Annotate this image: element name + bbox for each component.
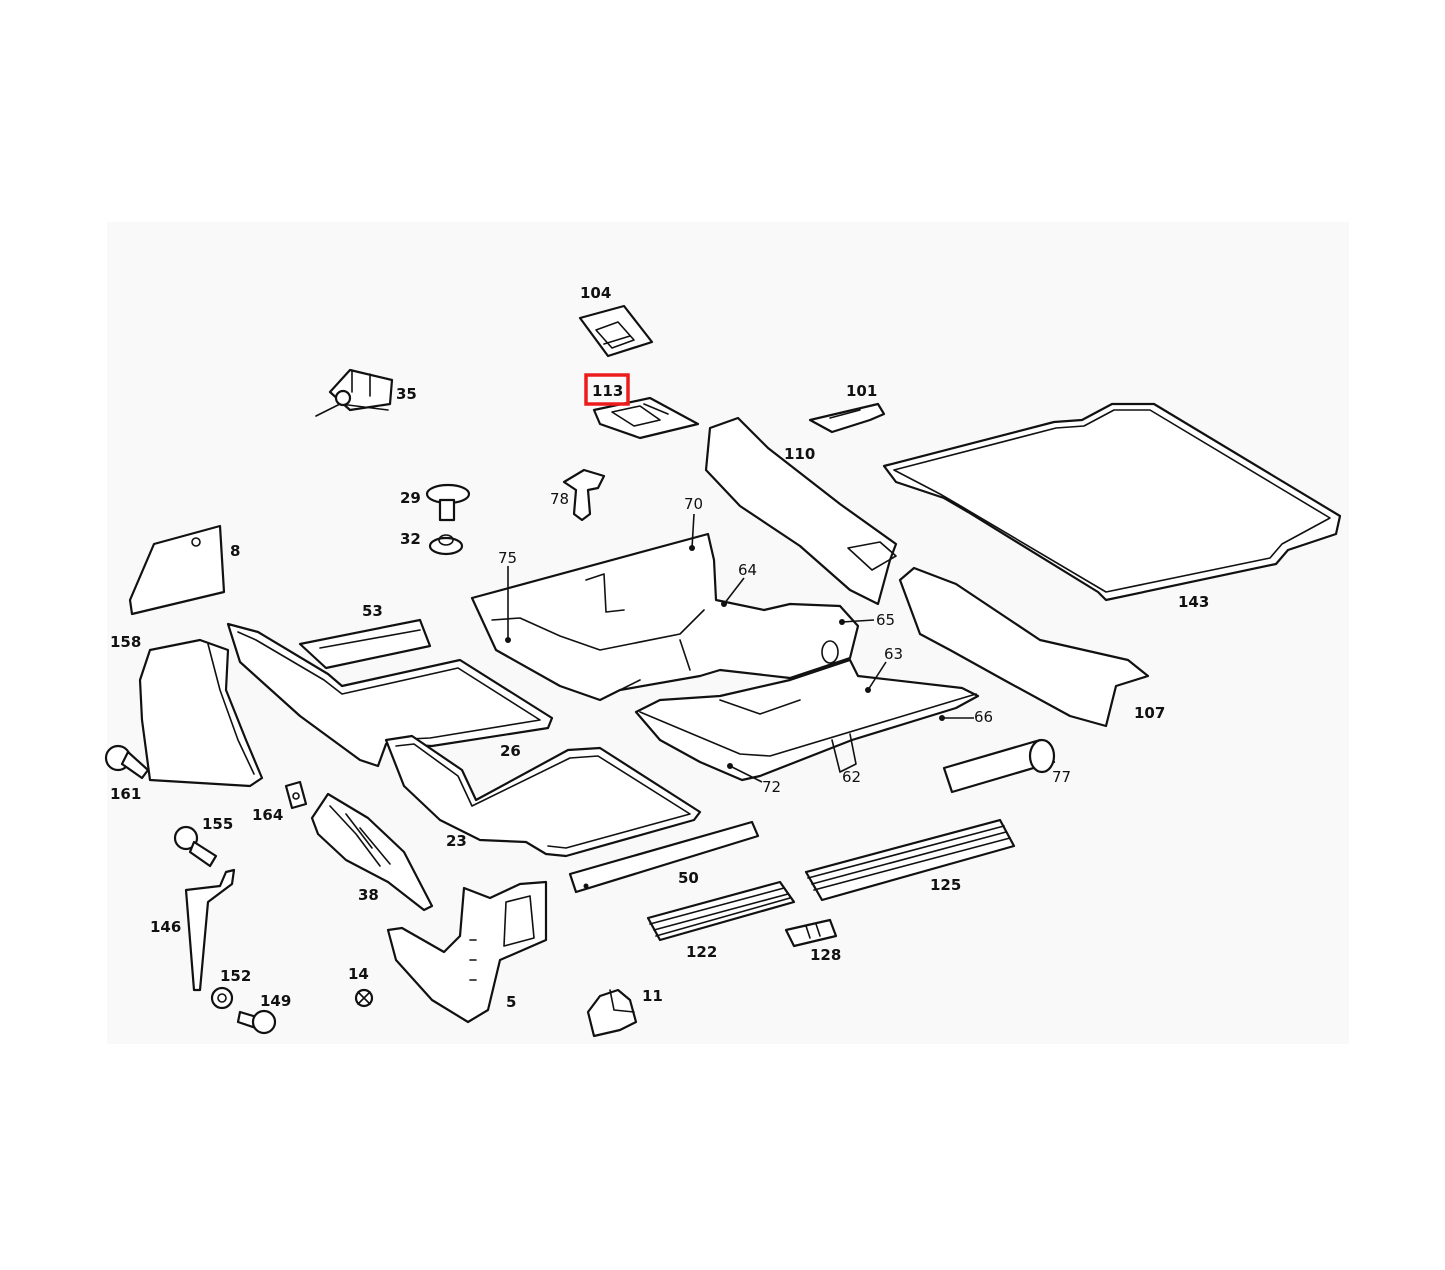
part-14[interactable] <box>354 988 374 1008</box>
label-5: 5 <box>506 993 516 1011</box>
part-8[interactable] <box>128 524 226 616</box>
label-72: 72 <box>762 778 781 796</box>
label-101: 101 <box>846 382 877 400</box>
part-50[interactable] <box>568 820 760 894</box>
part-122[interactable] <box>646 880 796 942</box>
leader-lines <box>505 513 974 783</box>
label-164: 164 <box>252 806 283 824</box>
label-104: 104 <box>580 284 611 302</box>
part-5[interactable] <box>386 880 548 1024</box>
label-113: 113 <box>592 382 623 400</box>
label-32: 32 <box>400 530 421 548</box>
part-101[interactable] <box>808 402 886 434</box>
label-146: 146 <box>150 918 181 936</box>
part-labels: 104 113 101 35 110 29 78 70 32 8 75 64 1… <box>110 284 1209 1011</box>
label-70: 70 <box>684 495 703 513</box>
part-11[interactable] <box>586 988 638 1038</box>
label-107: 107 <box>1134 704 1165 722</box>
label-64: 64 <box>738 561 757 579</box>
label-63: 63 <box>884 645 903 663</box>
label-143: 143 <box>1178 593 1209 611</box>
label-128: 128 <box>810 946 841 964</box>
label-62: 62 <box>842 768 861 786</box>
label-122: 122 <box>686 943 717 961</box>
label-23: 23 <box>446 832 467 850</box>
part-53[interactable] <box>298 618 432 670</box>
label-110: 110 <box>784 445 815 463</box>
label-35: 35 <box>396 385 417 403</box>
label-14: 14 <box>348 965 369 983</box>
part-164[interactable] <box>284 780 308 810</box>
label-11: 11 <box>642 987 663 1005</box>
label-125: 125 <box>930 876 961 894</box>
part-149[interactable] <box>236 1009 277 1035</box>
label-158: 158 <box>110 633 141 651</box>
part-78[interactable] <box>562 468 606 522</box>
part-29[interactable] <box>425 483 471 522</box>
label-29: 29 <box>400 489 421 507</box>
part-152[interactable] <box>210 986 234 1010</box>
label-38: 38 <box>358 886 379 904</box>
part-161[interactable] <box>104 744 150 780</box>
label-152: 152 <box>220 967 251 985</box>
part-77[interactable] <box>942 738 1056 794</box>
part-128[interactable] <box>784 918 838 948</box>
part-104[interactable] <box>578 304 654 358</box>
part-107[interactable] <box>898 566 1150 728</box>
label-75: 75 <box>498 549 517 567</box>
label-53: 53 <box>362 602 383 620</box>
label-161: 161 <box>110 785 141 803</box>
part-155[interactable] <box>173 825 218 868</box>
part-32[interactable] <box>428 534 464 556</box>
part-113[interactable] <box>592 396 700 440</box>
label-50: 50 <box>678 869 699 887</box>
part-146[interactable] <box>184 868 236 992</box>
label-77: 77 <box>1052 768 1071 786</box>
part-63-66-62-72[interactable] <box>634 658 980 782</box>
part-125[interactable] <box>804 818 1016 902</box>
part-35[interactable] <box>315 368 394 417</box>
part-143[interactable] <box>882 402 1342 602</box>
part-26[interactable] <box>226 622 554 768</box>
part-110[interactable] <box>704 416 898 606</box>
label-66: 66 <box>974 708 993 726</box>
part-158[interactable] <box>138 638 264 788</box>
label-149: 149 <box>260 992 291 1010</box>
label-8: 8 <box>230 542 240 560</box>
part-38[interactable] <box>310 792 434 912</box>
label-155: 155 <box>202 815 233 833</box>
part-23[interactable] <box>384 734 702 858</box>
highlight-box-113 <box>584 373 630 406</box>
part-70-75-64[interactable] <box>470 532 860 702</box>
label-65: 65 <box>876 611 895 629</box>
label-78: 78 <box>550 490 569 508</box>
label-26: 26 <box>500 742 521 760</box>
